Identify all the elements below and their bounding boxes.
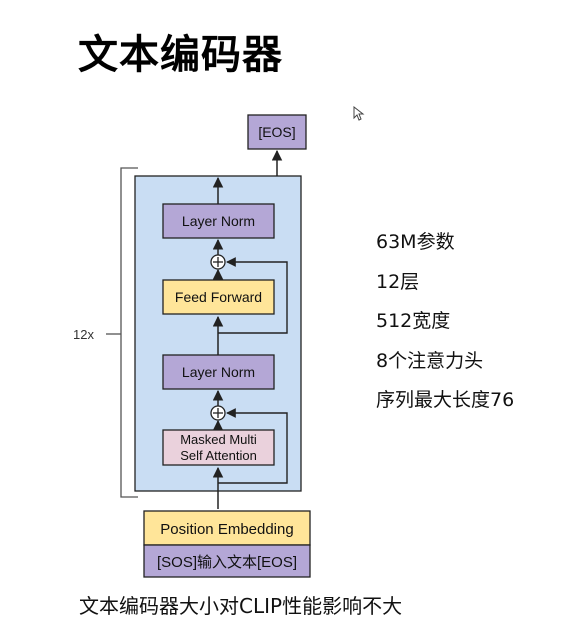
footer-note: 文本编码器大小对CLIP性能影响不大 bbox=[79, 594, 403, 618]
layer-norm-top-label: Layer Norm bbox=[182, 213, 255, 229]
model-stats-list: 63M参数 12层 512宽度 8个注意力头 序列最大长度76 bbox=[376, 226, 514, 424]
feed-forward-label: Feed Forward bbox=[175, 289, 262, 305]
eos-output-box bbox=[247, 114, 307, 150]
add-node-bottom bbox=[210, 405, 226, 421]
layer-norm-bottom-box bbox=[162, 354, 275, 390]
eos-output-label: [EOS] bbox=[258, 124, 295, 140]
self-attention-label-line1: Masked Multi bbox=[180, 432, 257, 447]
mouse-cursor-icon bbox=[353, 106, 365, 121]
flow-arrows bbox=[212, 149, 283, 509]
self-attention-label-line2: Self Attention bbox=[180, 448, 257, 463]
residual-connections bbox=[218, 257, 288, 484]
add-node-top bbox=[210, 254, 226, 270]
stat-layers: 12层 bbox=[376, 270, 420, 293]
stat-params: 63M参数 bbox=[376, 231, 455, 253]
layer-norm-bottom-label: Layer Norm bbox=[182, 364, 255, 380]
stat-heads: 8个注意力头 bbox=[376, 349, 484, 372]
stat-width: 512宽度 bbox=[376, 310, 451, 332]
page-title: 文本编码器 bbox=[78, 32, 283, 78]
stat-seq-length: 序列最大长度76 bbox=[376, 389, 515, 411]
repeat-bracket bbox=[120, 167, 138, 498]
feed-forward-box bbox=[162, 279, 275, 315]
repeat-label: 12x bbox=[73, 327, 94, 342]
input-text-label: [SOS]输入文本[EOS] bbox=[157, 554, 297, 571]
layer-norm-top-box bbox=[162, 203, 275, 239]
position-embedding-label: Position Embedding bbox=[160, 521, 293, 538]
input-text-box bbox=[143, 544, 311, 578]
